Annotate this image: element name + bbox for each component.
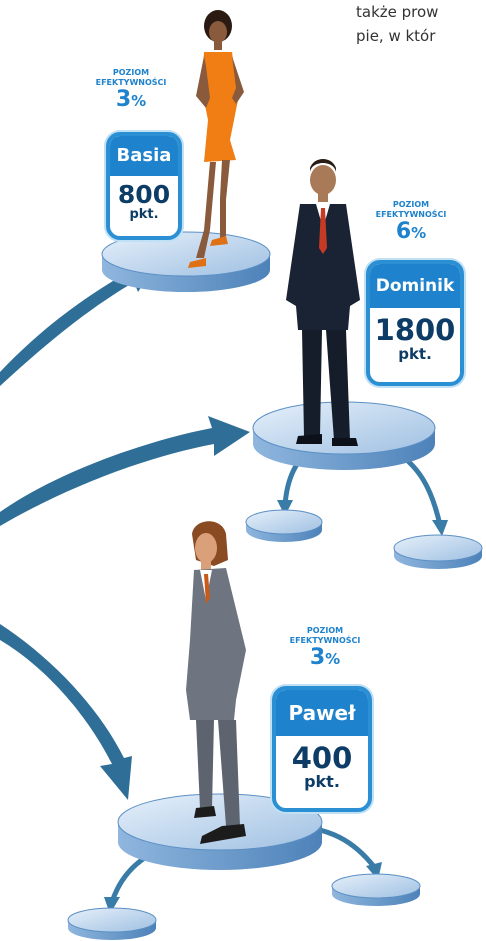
efficiency-value: 3% <box>115 87 147 112</box>
person-basia-figure <box>188 10 244 268</box>
efficiency-basia: POZIOM EFEKTYWNOŚCI 3% <box>92 68 170 113</box>
cutoff-paragraph: także prow pie, w któr <box>356 0 438 48</box>
score-card-dominik: Dominik 1800 pkt. <box>366 260 464 386</box>
platform-basia <box>101 231 271 292</box>
points-value: 800 <box>117 180 171 209</box>
cutoff-line-1: także prow <box>356 3 439 21</box>
points-value: 1800 <box>374 313 456 347</box>
efficiency-pawel: POZIOM EFEKTYWNOŚCI 3% <box>286 626 364 671</box>
person-name: Dominik <box>370 264 460 308</box>
arrow-to-pawel <box>0 624 132 800</box>
person-dominik-figure <box>286 159 360 446</box>
efficiency-value: 6% <box>395 219 427 244</box>
points-unit: pkt. <box>304 772 340 791</box>
arrow-to-basia <box>0 258 160 386</box>
points-unit: pkt. <box>398 345 432 363</box>
efficiency-label-line-2: EFEKTYWNOŚCI <box>375 210 447 219</box>
efficiency-value: 3% <box>309 645 341 670</box>
score-card-pawel: Paweł 400 pkt. <box>272 686 372 812</box>
person-name: Basia <box>110 136 178 176</box>
flow-arrows <box>0 258 250 800</box>
person-pawel-figure <box>186 521 246 844</box>
efficiency-label-line-1: POZIOM <box>306 626 344 635</box>
efficiency-dominik: POZIOM EFEKTYWNOŚCI 6% <box>372 200 450 245</box>
efficiency-label-line-2: EFEKTYWNOŚCI <box>289 636 361 645</box>
score-card-basia: Basia 800 pkt. <box>106 132 182 240</box>
platform-pawel <box>117 793 323 870</box>
points-value: 400 <box>291 741 353 775</box>
efficiency-label-line-2: EFEKTYWNOŚCI <box>95 78 167 87</box>
efficiency-label-line-1: POZIOM <box>112 68 150 77</box>
efficiency-label-line-1: POZIOM <box>392 200 430 209</box>
small-platforms <box>67 509 483 940</box>
arrow-to-dominik <box>0 416 250 526</box>
points-unit: pkt. <box>129 207 159 222</box>
person-name: Paweł <box>276 690 368 736</box>
cutoff-line-2: pie, w któr <box>356 27 436 45</box>
